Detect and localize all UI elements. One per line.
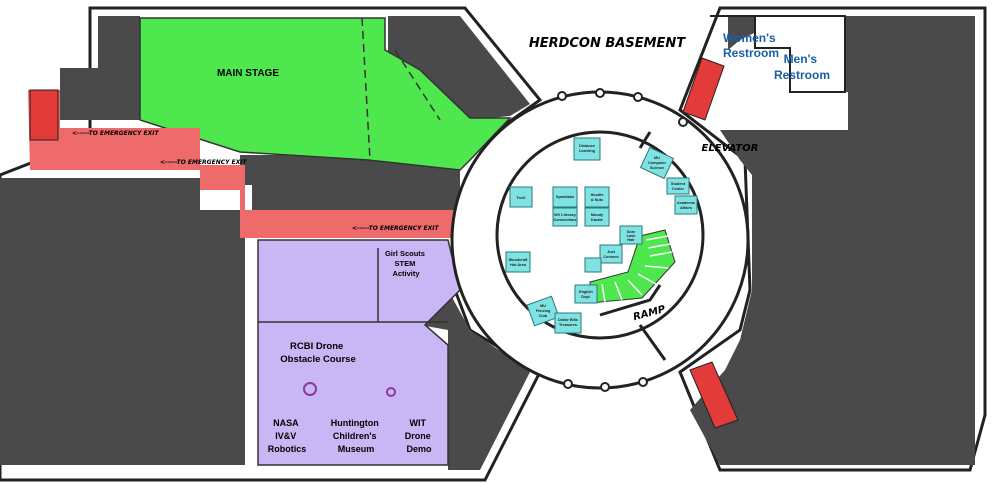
womens-restroom-label: Women's Restroom xyxy=(723,31,779,60)
wall-block xyxy=(420,290,530,470)
stairs-left xyxy=(29,89,59,141)
stairs-bottom-right xyxy=(689,361,739,429)
nasa-label: NASA IV&V Robotics xyxy=(268,418,307,454)
booth-hoodie-nuts[interactable]: Hoodie& Nuts xyxy=(591,193,604,202)
drone-obstacle-marker xyxy=(303,382,317,396)
rcbi-label: RCBI Drone Obstacle Course xyxy=(280,341,356,365)
booth-sparklabs[interactable]: Sparklabs xyxy=(556,195,574,199)
wall-block xyxy=(60,16,140,120)
exit-label-2: <-----TO EMERGENCY EXIT xyxy=(160,159,248,166)
girl-scouts-label: Girl Scouts STEM Activity xyxy=(385,249,427,278)
elevator-label: ELEVATOR xyxy=(702,143,759,154)
exit-label-1: <-----TO EMERGENCY EXIT xyxy=(72,130,160,137)
wall-block xyxy=(388,16,530,120)
wall-block xyxy=(690,16,975,465)
wall-block xyxy=(728,16,760,50)
map-title: HERDCON BASEMENT xyxy=(529,36,686,51)
mens-restroom-label: Men's Restroom xyxy=(774,52,830,82)
emergency-exit-corridor xyxy=(28,90,460,238)
booth-toxx[interactable]: ToxX xyxy=(516,196,525,200)
ramp-stripes xyxy=(589,229,676,304)
stairs-top-right xyxy=(682,57,725,121)
wall-block xyxy=(0,178,245,465)
drone-obstacle-marker xyxy=(386,387,396,397)
wit-label: WIT Drone Demo xyxy=(405,418,434,454)
main-stage-label: MAIN STAGE xyxy=(217,68,279,79)
restrooms-area[interactable] xyxy=(710,15,846,93)
huntington-label: Huntington Children's Museum xyxy=(331,418,382,454)
wall-block xyxy=(240,155,460,210)
exit-label-3: <-----TO EMERGENCY EXIT xyxy=(352,225,440,232)
exhibit-area[interactable] xyxy=(257,239,461,466)
